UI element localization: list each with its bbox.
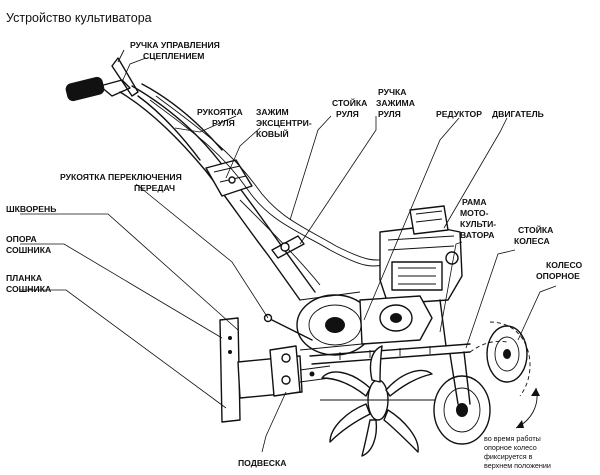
coulter-assembly-drawing xyxy=(219,317,331,423)
cultivator-drawing xyxy=(65,49,540,457)
svg-text:опорное колесо: опорное колесо xyxy=(484,443,537,452)
svg-text:РУЧКА УПРАВЛЕНИЯ: РУЧКА УПРАВЛЕНИЯ xyxy=(130,40,220,50)
handlebar-tubes xyxy=(119,83,316,301)
svg-text:РУЛЯ: РУЛЯ xyxy=(212,118,235,128)
svg-text:ПОДВЕСКА: ПОДВЕСКА xyxy=(238,458,286,468)
svg-text:СТОЙКА: СТОЙКА xyxy=(518,224,553,235)
label-gear-lever: РУКОЯТКА ПЕРЕКЛЮЧЕНИЯ ПЕРЕДАЧ xyxy=(60,172,182,193)
svg-text:ДВИГАТЕЛЬ: ДВИГАТЕЛЬ xyxy=(492,109,544,119)
reducer-drawing xyxy=(296,291,433,356)
svg-text:РУЧКА: РУЧКА xyxy=(378,87,406,97)
label-handlebar-post: СТОЙКА РУЛЯ xyxy=(332,97,367,119)
svg-text:РУЛЯ: РУЛЯ xyxy=(378,109,401,119)
svg-text:РУЛЯ: РУЛЯ xyxy=(336,109,359,119)
svg-text:ОПОРНОЕ: ОПОРНОЕ xyxy=(536,271,580,281)
handlebar-grip-drawing xyxy=(65,76,131,102)
label-support-wheel: КОЛЕСО ОПОРНОЕ xyxy=(536,260,582,281)
label-engine: ДВИГАТЕЛЬ xyxy=(492,109,544,119)
svg-text:верхнем положении: верхнем положении xyxy=(484,461,551,470)
svg-text:ШКВОРЕНЬ: ШКВОРЕНЬ xyxy=(6,204,56,214)
label-clutch-handle: РУЧКА УПРАВЛЕНИЯ СЦЕПЛЕНИЕМ xyxy=(130,40,220,61)
label-clamp-handle: РУЧКА ЗАЖИМА РУЛЯ xyxy=(376,87,415,119)
label-frame: РАМА МОТО- КУЛЬТИ- ВАТОРА xyxy=(460,197,496,240)
support-wheel-raised-drawing xyxy=(469,321,531,397)
label-eccentric-clamp: ЗАЖИМ ЭКСЦЕНТРИ- КОВЫЙ xyxy=(256,107,312,139)
svg-text:ВАТОРА: ВАТОРА xyxy=(460,230,494,240)
svg-text:ОПОРА: ОПОРА xyxy=(6,234,37,244)
svg-text:КУЛЬТИ-: КУЛЬТИ- xyxy=(460,219,496,229)
label-coulter-bar: ПЛАНКА СОШНИКА xyxy=(6,273,51,294)
tiller-blades-drawing xyxy=(320,345,436,457)
eccentric-clamp-drawing xyxy=(205,159,253,197)
svg-text:РУКОЯТКА ПЕРЕКЛЮЧЕНИЯ: РУКОЯТКА ПЕРЕКЛЮЧЕНИЯ xyxy=(60,172,182,182)
svg-text:РЕДУКТОР: РЕДУКТОР xyxy=(436,109,482,119)
svg-text:ЗАЖИМ: ЗАЖИМ xyxy=(256,107,289,117)
svg-text:РАМА: РАМА xyxy=(462,197,487,207)
svg-text:ЗАЖИМА: ЗАЖИМА xyxy=(376,98,415,108)
svg-text:во время работы: во время работы xyxy=(484,434,541,443)
svg-text:ЭКСЦЕНТРИ-: ЭКСЦЕНТРИ- xyxy=(256,118,312,128)
svg-text:РУКОЯТКА: РУКОЯТКА xyxy=(197,107,243,117)
svg-text:СОШНИКА: СОШНИКА xyxy=(6,245,51,255)
svg-text:СТОЙКА: СТОЙКА xyxy=(332,97,367,108)
svg-text:КОВЫЙ: КОВЫЙ xyxy=(256,128,289,139)
svg-text:КОЛЕСА: КОЛЕСА xyxy=(514,236,550,246)
svg-text:фиксируется в: фиксируется в xyxy=(484,452,533,461)
svg-text:ПЕРЕДАЧ: ПЕРЕДАЧ xyxy=(134,183,175,193)
clutch-lever-drawing xyxy=(111,49,139,97)
leader-lines xyxy=(20,57,557,453)
working-position-note: во время работы опорное колесо фиксирует… xyxy=(484,434,551,470)
svg-text:КОЛЕСО: КОЛЕСО xyxy=(546,260,582,270)
label-wheel-post: СТОЙКА КОЛЕСА xyxy=(514,224,553,246)
svg-text:СОШНИКА: СОШНИКА xyxy=(6,284,51,294)
diagram-title: Устройство культиватора xyxy=(6,11,152,25)
label-reducer: РЕДУКТОР xyxy=(436,109,482,119)
label-coulter-support: ОПОРА СОШНИКА xyxy=(6,234,51,255)
transport-wheel-drawing xyxy=(433,351,491,445)
label-handlebar-grip: РУКОЯТКА РУЛЯ xyxy=(197,107,243,128)
frame-drawing xyxy=(309,299,471,365)
svg-text:ПЛАНКА: ПЛАНКА xyxy=(6,273,42,283)
engine-drawing xyxy=(379,205,463,305)
label-suspension: ПОДВЕСКА xyxy=(238,458,286,468)
clamp-handle-drawing xyxy=(271,235,305,259)
label-kingpin: ШКВОРЕНЬ xyxy=(6,204,56,214)
curved-arrow-icon xyxy=(515,387,540,429)
svg-text:МОТО-: МОТО- xyxy=(460,208,489,218)
svg-text:СЦЕПЛЕНИЕМ: СЦЕПЛЕНИЕМ xyxy=(143,51,204,61)
